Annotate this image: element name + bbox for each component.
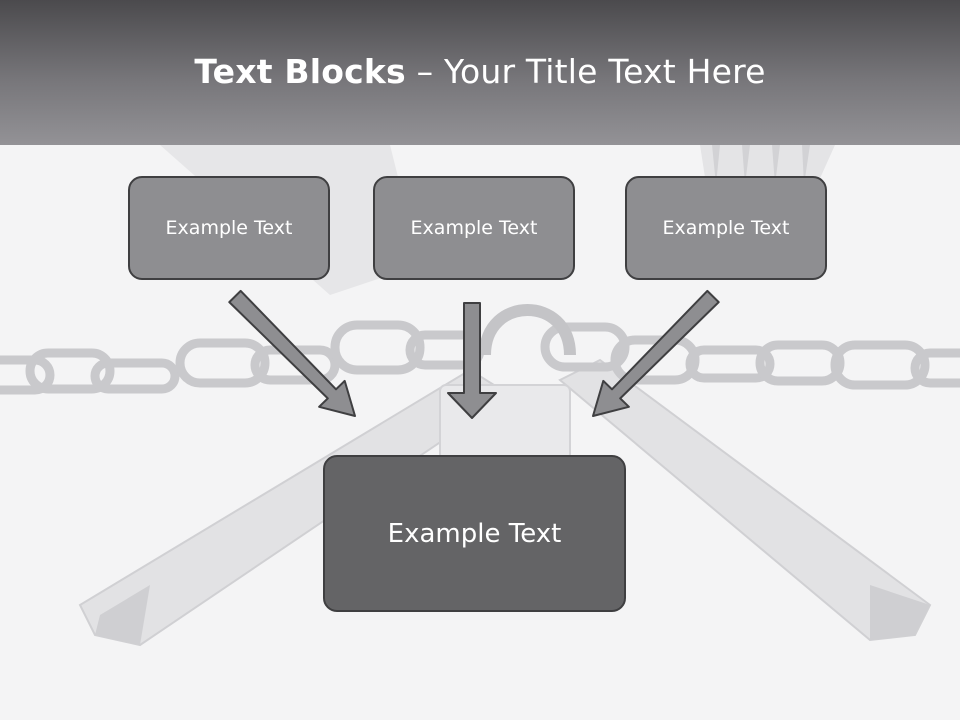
text-block-main[interactable]: Example Text	[323, 455, 626, 612]
arrow-center	[447, 302, 497, 419]
text-block-center[interactable]: Example Text	[373, 176, 575, 280]
text-block-center-label: Example Text	[410, 217, 538, 239]
title-bar: Text Blocks – Your Title Text Here	[0, 0, 960, 145]
text-block-main-label: Example Text	[387, 518, 562, 549]
slide-title: Text Blocks – Your Title Text Here	[0, 52, 960, 91]
title-rest: – Your Title Text Here	[416, 52, 766, 91]
handle-left	[78, 368, 512, 647]
handle-right	[558, 358, 932, 642]
text-block-left-label: Example Text	[165, 217, 293, 239]
arrow-left	[228, 289, 356, 417]
text-block-left[interactable]: Example Text	[128, 176, 330, 280]
arrow-right	[592, 289, 720, 417]
title-bold: Text Blocks	[194, 52, 406, 91]
text-block-right[interactable]: Example Text	[625, 176, 827, 280]
text-block-right-label: Example Text	[662, 217, 790, 239]
